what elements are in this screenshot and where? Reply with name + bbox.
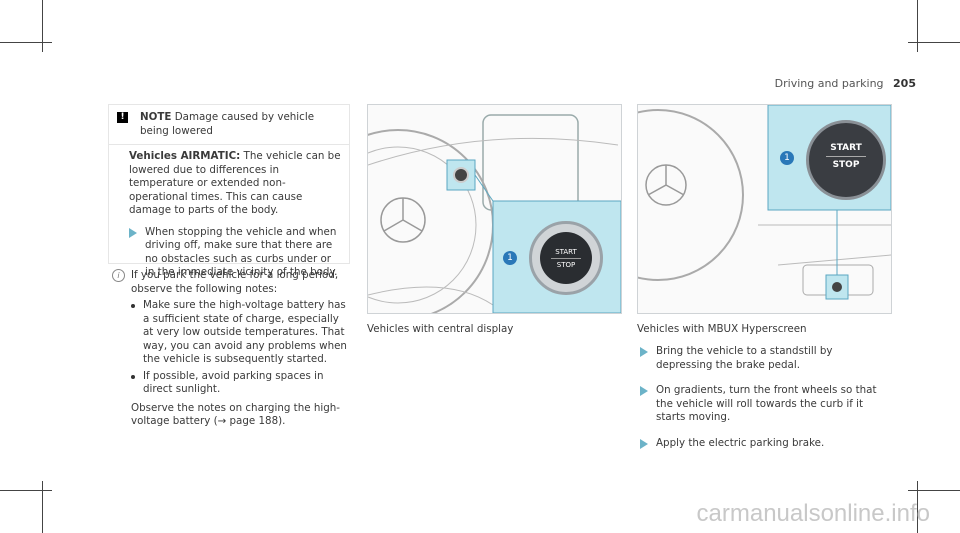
step-arrow-icon xyxy=(640,347,648,357)
page-header: Driving and parking 205 xyxy=(775,77,916,90)
warning-icon: ! xyxy=(117,112,128,123)
list-item: Apply the electric parking brake. xyxy=(640,437,890,451)
list-item: If possible, avoid parking spaces in dir… xyxy=(131,370,348,397)
bullet-icon xyxy=(131,374,135,379)
info-intro: If you park the vehicle for a long perio… xyxy=(131,269,339,295)
step-text: Apply the electric parking brake. xyxy=(656,436,825,449)
figure-central-display: START STOP 1 xyxy=(367,104,622,314)
info-footer: Observe the notes on charging the high-v… xyxy=(131,401,340,428)
callout-1: 1 xyxy=(503,251,517,265)
crop-mark xyxy=(917,481,918,533)
note-body-text: The vehicle can be lowered due to differ… xyxy=(129,150,341,216)
note-body: Vehicles AIRMATIC: The vehicle can be lo… xyxy=(109,144,349,280)
stop-label: STOP xyxy=(556,261,576,269)
list-item: Make sure the high-voltage battery has a… xyxy=(131,299,348,367)
bullet-text: If possible, avoid parking spaces in dir… xyxy=(143,369,324,396)
crop-mark xyxy=(917,0,918,52)
note-step: When stopping the vehicle and when drivi… xyxy=(129,226,341,280)
crop-mark xyxy=(0,490,52,491)
step-list: Bring the vehicle to a standstill by dep… xyxy=(640,345,890,450)
note-title: NOTE xyxy=(140,111,172,123)
step-arrow-icon xyxy=(129,227,137,238)
crop-mark xyxy=(42,0,43,52)
caption-hyperscreen: Vehicles with MBUX Hyperscreen xyxy=(637,323,807,335)
crop-mark xyxy=(908,42,960,43)
note-box: ! NOTE Damage caused by vehicle being lo… xyxy=(108,104,350,278)
list-item: Bring the vehicle to a standstill by dep… xyxy=(640,345,890,372)
start-stop-button-illustration: START STOP xyxy=(806,120,886,200)
step-text: Bring the vehicle to a standstill by dep… xyxy=(656,345,833,371)
start-stop-button-illustration: START STOP xyxy=(529,221,603,295)
callout-1: 1 xyxy=(780,151,794,165)
step-text: On gradients, turn the front wheels so t… xyxy=(656,384,877,423)
page-number: 205 xyxy=(893,77,916,90)
caption-central-display: Vehicles with central display xyxy=(367,323,514,335)
section-title: Driving and parking xyxy=(774,77,884,90)
info-icon: i xyxy=(112,269,125,282)
list-item: On gradients, turn the front wheels so t… xyxy=(640,384,890,425)
start-label: START xyxy=(830,143,862,153)
crop-mark xyxy=(0,42,52,43)
crop-mark xyxy=(42,481,43,533)
note-step-text: When stopping the vehicle and when drivi… xyxy=(145,225,338,279)
bullet-icon xyxy=(131,304,135,308)
step-arrow-icon xyxy=(640,438,648,449)
note-title-text: Damage caused by vehicle being lowered xyxy=(140,111,315,137)
start-stop-button-face: START STOP xyxy=(540,232,592,284)
start-label: START xyxy=(555,248,577,256)
note-subtitle: Vehicles AIRMATIC: xyxy=(129,150,241,162)
watermark: carmanualsonline.info xyxy=(696,500,930,527)
info-block: i If you park the vehicle for a long per… xyxy=(112,269,348,429)
step-arrow-icon xyxy=(640,386,648,396)
stop-label: STOP xyxy=(832,160,860,170)
note-header: ! NOTE Damage caused by vehicle being lo… xyxy=(109,105,349,144)
bullet-text: Make sure the high-voltage battery has a… xyxy=(143,299,347,365)
figure-hyperscreen: START STOP 1 xyxy=(637,104,892,314)
crop-mark xyxy=(908,490,960,491)
